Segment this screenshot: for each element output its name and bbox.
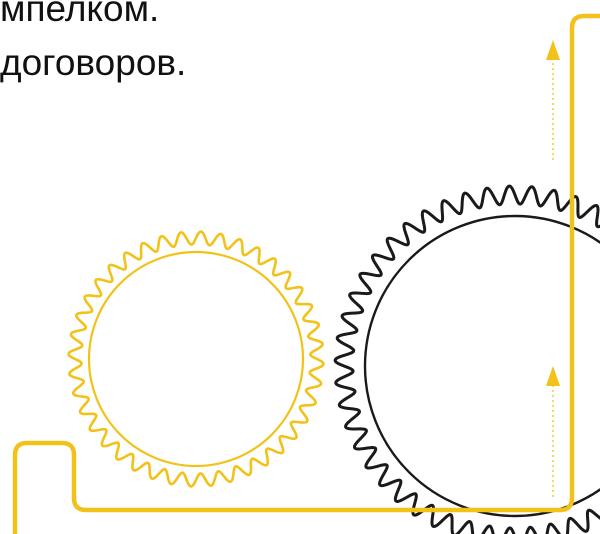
arrow-up-bottom (546, 366, 560, 497)
large-gear (335, 186, 600, 534)
small-gear-inner-circle (89, 252, 303, 466)
arrow-up-top (546, 40, 560, 160)
yellow-connector-line (15, 16, 600, 534)
large-gear-inner-circle (365, 216, 600, 516)
small-gear (69, 232, 324, 487)
large-gear-teeth-icon (335, 186, 600, 534)
arrow-up-icon (546, 40, 560, 60)
small-gear-teeth-icon (69, 232, 324, 487)
arrow-up-icon (546, 366, 560, 386)
